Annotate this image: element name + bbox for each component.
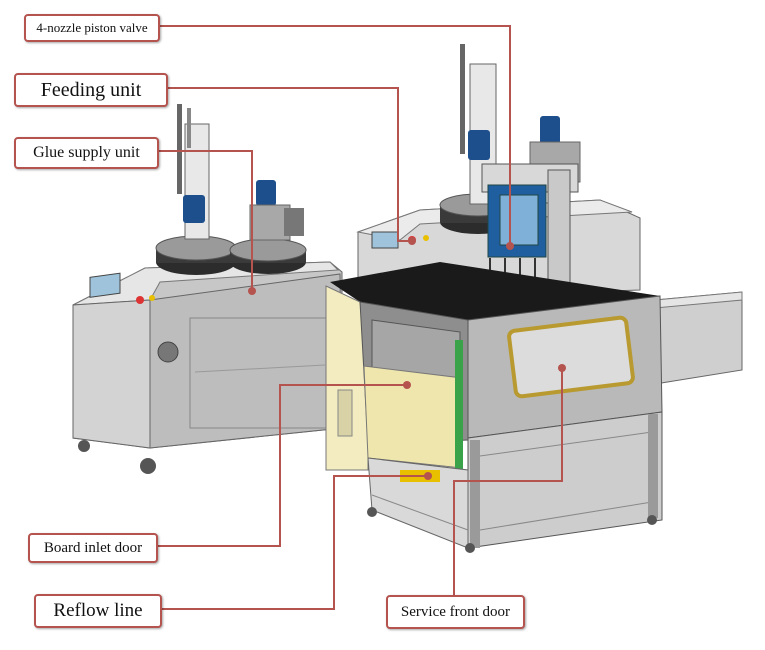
leader-lines — [154, 25, 566, 610]
leader-reflow-line — [158, 475, 426, 610]
leader-piston-valve-dot — [506, 242, 514, 250]
leader-feeding-unit — [164, 87, 410, 242]
label-glue-supply-unit: Glue supply unit — [14, 137, 159, 169]
label-piston-valve: 4-nozzle piston valve — [24, 14, 160, 42]
leader-service-door — [453, 370, 563, 595]
leader-board-inlet-dot — [403, 381, 411, 389]
label-reflow-line: Reflow line — [34, 594, 162, 628]
leader-board-inlet — [154, 384, 405, 547]
left-dispenser-unit — [72, 104, 343, 474]
leader-piston-valve — [156, 25, 511, 244]
leader-service-door-dot — [558, 364, 566, 372]
leader-glue-supply — [155, 150, 253, 289]
central-enclosure — [325, 262, 663, 553]
label-feeding-unit: Feeding unit — [14, 73, 168, 107]
label-board-inlet-door: Board inlet door — [28, 533, 158, 563]
leader-glue-supply-dot — [248, 287, 256, 295]
leader-reflow-line-dot — [424, 472, 432, 480]
reflow-conveyor — [654, 291, 743, 385]
right-dispenser-unit — [356, 44, 641, 308]
leader-feeding-unit-dot — [408, 237, 416, 245]
label-service-front-door: Service front door — [386, 595, 525, 629]
